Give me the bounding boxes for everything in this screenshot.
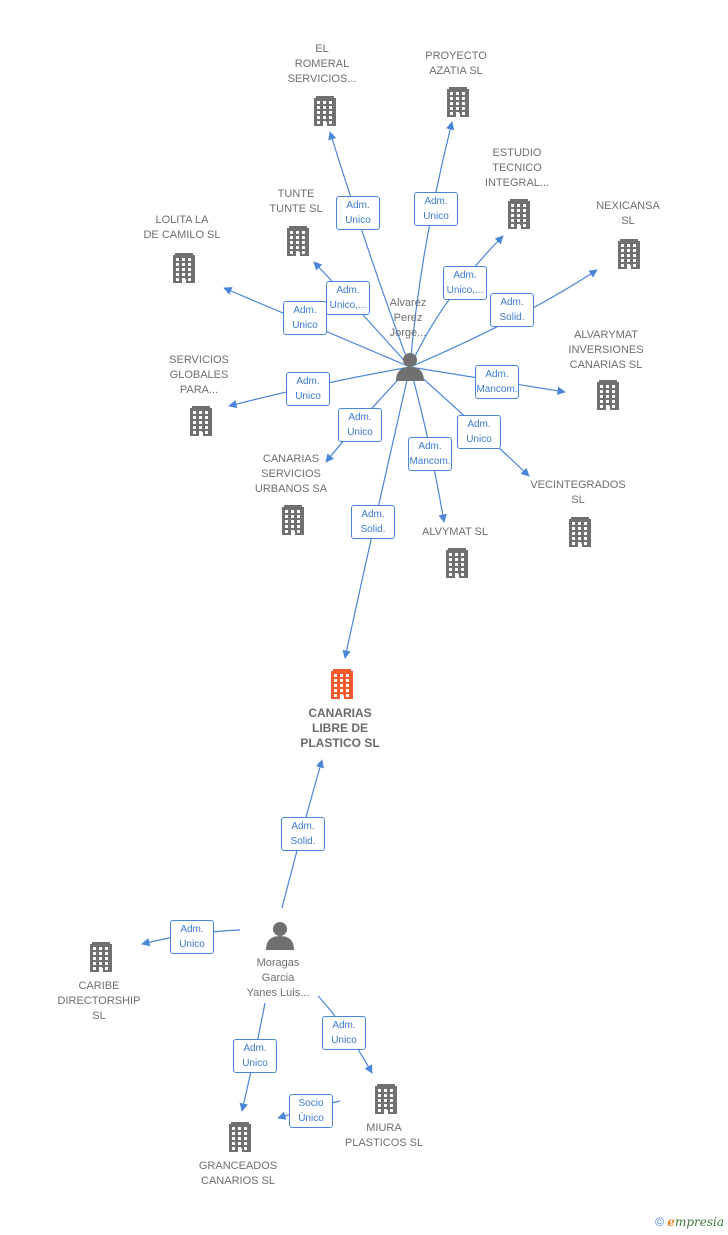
building-icon-miura[interactable] (375, 1084, 397, 1114)
edge-label-person1-alvymat[interactable]: Adm. Mancom. (408, 437, 452, 471)
edge-label-person1-estudio_tecnico[interactable]: Adm. Unico,... (443, 266, 487, 300)
node-label-person1[interactable]: Alvarez Perez Jorge... (389, 296, 427, 339)
edge-person1-el_romeral (328, 131, 411, 368)
building-icon-lolita[interactable] (173, 253, 195, 283)
person-icon-person1[interactable] (396, 353, 424, 381)
building-icon-nexicansa[interactable] (618, 239, 640, 269)
empresia-logo[interactable]: empresia (667, 1215, 724, 1229)
node-label-vecintegrados[interactable]: VECINTEGRADOS SL (530, 479, 626, 506)
node-label-tunte[interactable]: TUNTE TUNTE SL (269, 188, 323, 215)
node-label-proyecto_azatia[interactable]: PROYECTO AZATIA SL (425, 50, 487, 77)
node-label-main[interactable]: CANARIAS LIBRE DE PLASTICO SL (300, 705, 380, 750)
building-icon-servicios_globales[interactable] (190, 406, 212, 436)
edge-label-miura-granceados[interactable]: Socio Único (289, 1094, 333, 1128)
node-label-person2[interactable]: Moragas Garcia Yanes Luis... (246, 956, 310, 999)
node-label-servicios_globales[interactable]: SERVICIOS GLOBALES PARA... (169, 353, 229, 396)
building-icon-alvarymat[interactable] (597, 380, 619, 410)
building-icon-alvymat[interactable] (446, 548, 468, 578)
edge-label-person1-alvarymat[interactable]: Adm. Mancom. (475, 365, 519, 399)
edge-label-person1-canarias_servicios[interactable]: Adm. Unico (338, 408, 382, 442)
building-icon-granceados[interactable] (229, 1122, 251, 1152)
copyright-footer: © empresia (655, 1215, 724, 1229)
building-icon-caribe[interactable] (90, 942, 112, 972)
edge-label-person1-tunte[interactable]: Adm. Unico,... (326, 281, 370, 315)
node-label-granceados[interactable]: GRANCEADOS CANARIOS SL (198, 1160, 278, 1187)
building-icon-tunte[interactable] (287, 226, 309, 256)
building-icon-vecintegrados[interactable] (569, 517, 591, 547)
edge-label-person1-main[interactable]: Adm. Solid. (351, 505, 395, 539)
copyright-icon: © (655, 1215, 664, 1229)
node-label-lolita[interactable]: LOLITA LA DE CAMILO SL (143, 214, 221, 241)
building-icon-estudio_tecnico[interactable] (508, 199, 530, 229)
building-icon-el_romeral[interactable] (314, 96, 336, 126)
node-label-canarias_servicios[interactable]: CANARIAS SERVICIOS URBANOS SA (254, 452, 328, 495)
edge-label-person1-el_romeral[interactable]: Adm. Unico (336, 196, 380, 230)
edge-label-person2-miura[interactable]: Adm. Unico (322, 1016, 366, 1050)
node-label-estudio_tecnico[interactable]: ESTUDIO TECNICO INTEGRAL... (484, 146, 550, 189)
edge-label-person1-proyecto_azatia[interactable]: Adm. Unico (414, 192, 458, 226)
edge-label-person1-nexicansa[interactable]: Adm. Solid. (490, 293, 534, 327)
node-label-caribe[interactable]: CARIBE DIRECTORSHIP SL (57, 979, 141, 1022)
node-label-alvymat[interactable]: ALVYMAT SL (421, 525, 489, 538)
edge-person1-estudio_tecnico (409, 235, 504, 368)
edge-label-person1-lolita[interactable]: Adm. Unico (283, 301, 327, 335)
node-label-alvarymat[interactable]: ALVARYMAT INVERSIONES CANARIAS SL (568, 328, 644, 371)
building-icon-proyecto_azatia[interactable] (447, 87, 469, 117)
node-label-miura[interactable]: MIURA PLASTICOS SL (344, 1122, 424, 1149)
edge-label-person2-main[interactable]: Adm. Solid. (281, 817, 325, 851)
edge-label-person2-caribe[interactable]: Adm. Unico (170, 920, 214, 954)
edge-person1-proyecto_azatia (409, 121, 455, 368)
edge-label-person1-servicios_globales[interactable]: Adm. Unico (286, 372, 330, 406)
edge-label-person1-vecintegrados[interactable]: Adm. Unico (457, 415, 501, 449)
building-icon-main[interactable] (331, 669, 353, 699)
edge-label-person2-granceados[interactable]: Adm. Unico (233, 1039, 277, 1073)
node-label-el_romeral[interactable]: EL ROMERAL SERVICIOS... (287, 42, 357, 85)
building-icon-canarias_servicios[interactable] (282, 505, 304, 535)
node-label-nexicansa[interactable]: NEXICANSA SL (596, 200, 660, 227)
person-icon-person2[interactable] (266, 922, 294, 950)
